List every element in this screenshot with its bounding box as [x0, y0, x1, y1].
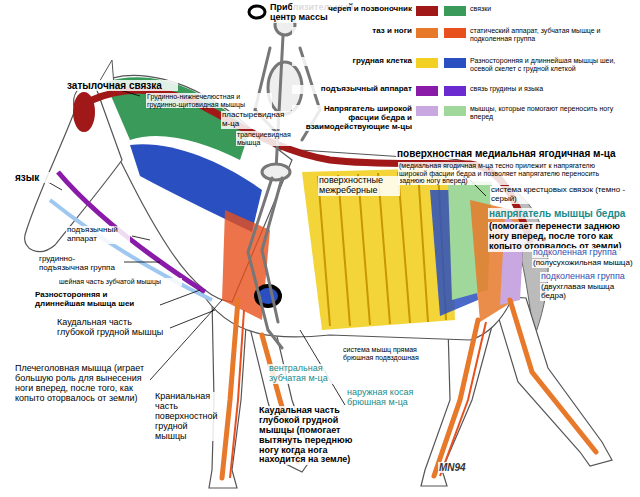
legend-swatch: [416, 58, 438, 68]
leader-lines: [48, 90, 530, 405]
anatomy-label: трапециевидная мышца: [236, 131, 292, 146]
legend-swatch: [416, 86, 438, 96]
legend-swatch: [444, 86, 466, 96]
anatomy-label: подколенная группа: [532, 248, 636, 258]
mass-center-symbol: [246, 3, 268, 21]
mass-center-symbol: [249, 6, 265, 18]
anatomy-label: язык: [14, 172, 54, 183]
anatomy-label: (полусухожильная мышца): [532, 259, 636, 268]
anatomy-label: затылочная связка: [66, 80, 178, 91]
anatomy-label: поверхностные межреберные: [318, 176, 400, 196]
anatomy-label: Краниальная часть поверхностной грудной …: [154, 392, 220, 441]
anatomy-label: пластыревидная м-ца: [221, 111, 293, 129]
anatomy-label: Грудинно-нижнечелюстная и грудинно-щитов…: [146, 93, 272, 108]
legend-text: мышцы, которые помогают переносить ногу …: [470, 105, 636, 120]
anatomy-label: Каудальная часть глубокой грудной мышцы: [56, 318, 168, 338]
anatomy-label: подколенная группа: [540, 272, 636, 282]
hyoid-band: [58, 172, 205, 292]
legend-text: связки: [470, 5, 636, 13]
anatomy-label: Каудальная часть глубокой грудной мышцы …: [258, 406, 374, 465]
ribs: [318, 170, 446, 326]
legend-swatch: [444, 28, 466, 38]
legend-text: статический аппарат, зубчатая мышце и по…: [470, 27, 636, 42]
anatomy-label: Плечеголовная мышца (играет большую роль…: [14, 364, 148, 404]
anatomy-label: подъязычный аппарат: [66, 226, 130, 244]
legend-swatch: [444, 6, 466, 16]
anatomy-label: вентральная зубчатая м-ца: [268, 364, 342, 384]
legend-text: связь грудины и языка: [470, 85, 636, 93]
legend-text: Разносторонняя и длиннейшая мышцы шеи, о…: [470, 57, 636, 72]
anatomy-label: шейная часть зубчатой мышцы: [58, 278, 182, 286]
hind-leg: [492, 296, 612, 466]
anatomy-label: система крестцовых связок (темно - серый…: [490, 186, 636, 204]
legend-swatch: [416, 106, 438, 116]
stay-apparatus: [230, 310, 486, 478]
anatomy-label: Разносторонняя и длиннейшая мышца шеи: [34, 291, 158, 309]
anatomy-label: (двухглавая мышца бедра): [540, 283, 636, 301]
legend-text: грудная клетка: [292, 57, 412, 66]
legend-text: подъязычный аппарат: [292, 85, 412, 94]
anatomy-label: напрягатель мышцы бедра: [488, 208, 636, 219]
anatomy-label: MN94: [438, 462, 482, 473]
legend-swatch: [416, 6, 438, 16]
anatomy-label: система мышц прямая брюшная подвздошная: [342, 346, 438, 361]
sternohyoid-band: [50, 200, 212, 300]
anatomy-label: поверхностная медиальная ягодичная м-ца: [396, 148, 632, 159]
legend-text: череп и позвоночник: [292, 5, 412, 14]
anatomy-label: грудинно-подъязычная группа: [38, 255, 122, 273]
anatomy-label: наружная косая брюшная м-ца: [346, 388, 438, 408]
legend-text: таз и ноги: [292, 27, 412, 36]
legend-swatch: [444, 58, 466, 68]
legend-text: Напрягатель широкой фасции бедра и взаим…: [292, 105, 412, 131]
skull: [73, 92, 95, 132]
leg-bones: [222, 300, 596, 478]
legend-swatch: [416, 28, 438, 38]
anatomy-label: (медиальная ягодичная м-ца тесно прилежи…: [398, 162, 604, 185]
legend: Приблизительный центр массычереп и позво…: [0, 0, 640, 140]
legend-swatch: [444, 106, 466, 116]
